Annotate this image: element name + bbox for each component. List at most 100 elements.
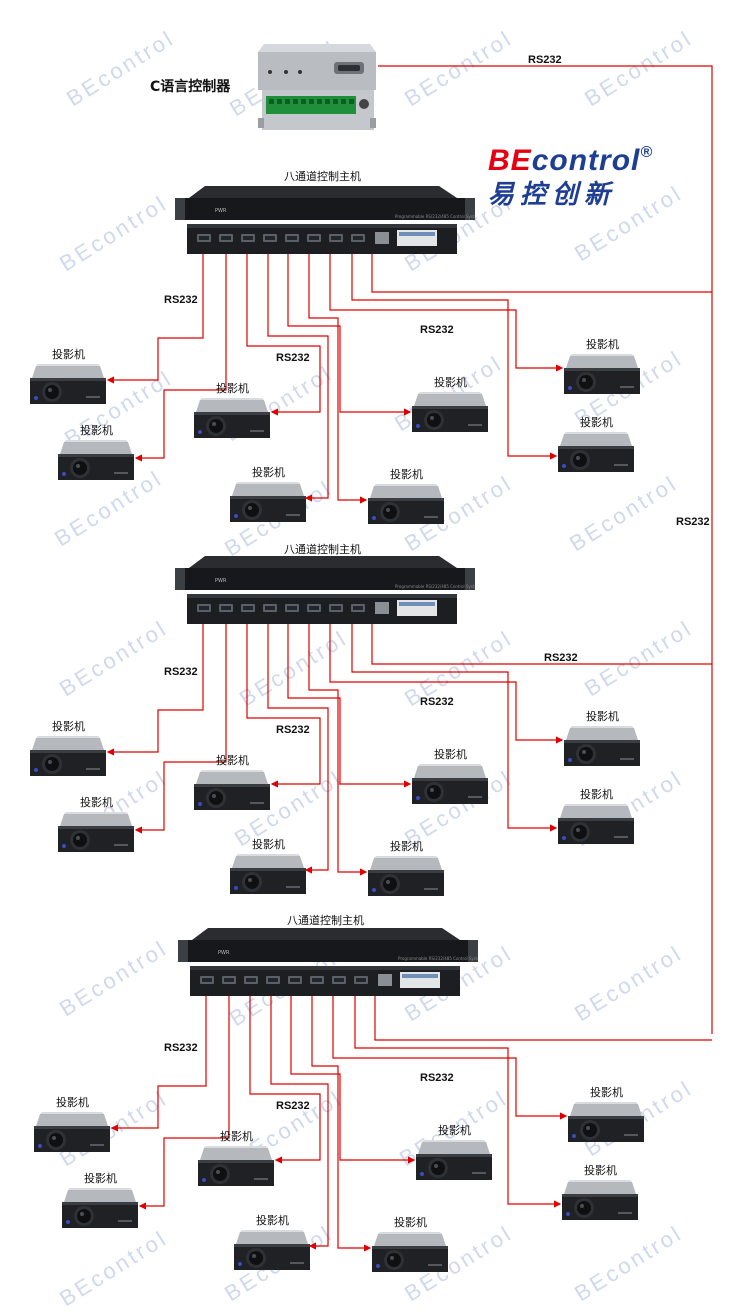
projector-label: 投影机	[434, 376, 467, 389]
projector-device	[30, 364, 106, 404]
c-language-controller-device	[258, 44, 376, 130]
projector-label: 投影机	[220, 1130, 253, 1143]
projector-label: 投影机	[80, 424, 113, 437]
projector-device	[234, 1230, 310, 1270]
projector-device	[412, 392, 488, 432]
rs232-wire	[246, 252, 321, 416]
projector-label: 投影机	[52, 348, 85, 361]
host-label: 八通道控制主机	[284, 170, 361, 183]
rs232-wire	[351, 622, 558, 832]
projector-device	[558, 804, 634, 844]
logo-be: BE	[488, 144, 532, 177]
rs232-wire	[311, 994, 372, 1252]
projector-device	[412, 764, 488, 804]
projector-device	[58, 440, 134, 480]
rs232-wire	[249, 994, 321, 1164]
rs232-wire	[138, 994, 230, 1210]
projector-device	[568, 1102, 644, 1142]
projector-device	[564, 354, 640, 394]
rs232-label: RS232	[528, 54, 562, 66]
projector-label: 投影机	[394, 1216, 427, 1229]
projector-label: 投影机	[216, 382, 249, 395]
rs232-wire	[351, 252, 558, 460]
projector-device	[194, 398, 270, 438]
rs232-label: RS232	[420, 324, 454, 336]
projector-label: 投影机	[216, 754, 249, 767]
rs232-wire	[110, 994, 207, 1132]
eight-channel-host-device: PWR Programmable RS/232/485 Control Syst…	[178, 928, 478, 996]
projector-device	[194, 770, 270, 810]
rs232-label: RS232	[544, 652, 578, 664]
projector-device	[30, 736, 106, 776]
projector-device	[372, 1232, 448, 1272]
projector-device	[562, 1180, 638, 1220]
rs232-label: RS232	[420, 696, 454, 708]
rs232-wire	[134, 622, 227, 834]
rs232-wire	[374, 976, 712, 1041]
svg-text:PWR: PWR	[215, 578, 227, 584]
rs232-wire	[267, 252, 329, 502]
projector-device	[416, 1140, 492, 1180]
projector-label: 投影机	[586, 338, 619, 351]
projector-device	[62, 1188, 138, 1228]
rs232-wire	[308, 622, 368, 876]
eight-channel-host-device: PWR Programmable RS/232/485 Control Syst…	[175, 556, 475, 624]
projector-device	[230, 482, 306, 522]
rs232-wire	[287, 622, 412, 788]
projector-label: 投影机	[56, 1096, 89, 1109]
svg-text:Programmable RS/232/485 Contro: Programmable RS/232/485 Control System	[395, 584, 475, 589]
projector-label: 投影机	[84, 1172, 117, 1185]
svg-text:Programmable RS/232/485 Contro: Programmable RS/232/485 Control System	[398, 956, 478, 961]
host-label: 八通道控制主机	[287, 914, 364, 927]
svg-text:PWR: PWR	[218, 950, 230, 956]
projector-label: 投影机	[256, 1214, 289, 1227]
rs232-wire	[378, 65, 713, 1034]
projector-device	[34, 1112, 110, 1152]
projector-label: 投影机	[580, 416, 613, 429]
rs232-label: RS232	[164, 294, 198, 306]
rs232-wire	[329, 622, 564, 744]
eight-channel-host-device: PWR Programmable RS/232/485 Control Syst…	[175, 186, 475, 254]
rs232-label: RS232	[420, 1072, 454, 1084]
rs232-label: RS232	[276, 352, 310, 364]
rs232-wire	[354, 994, 562, 1208]
rs232-wire	[267, 622, 329, 874]
rs232-wire	[287, 252, 412, 416]
projector-device	[368, 484, 444, 524]
projector-label: 投影机	[52, 720, 85, 733]
rs232-wire	[106, 622, 204, 756]
projector-device	[368, 856, 444, 896]
logo-slogan: 易控创新	[488, 180, 617, 210]
projector-label: 投影机	[252, 838, 285, 851]
rs232-label: RS232	[676, 516, 710, 528]
projector-device	[58, 812, 134, 852]
projector-label: 投影机	[438, 1124, 471, 1137]
projector-label: 投影机	[434, 748, 467, 761]
svg-text:Programmable RS/232/485 Contro: Programmable RS/232/485 Control System	[395, 214, 475, 219]
host-label: 八通道控制主机	[284, 543, 361, 556]
logo-control: control	[531, 144, 641, 177]
projector-label: 投影机	[586, 710, 619, 723]
rs232-label: RS232	[276, 1100, 310, 1112]
becontrol-logo: BEcontrol® 易控创新	[488, 144, 698, 214]
projector-label: 投影机	[584, 1164, 617, 1177]
projector-label: 投影机	[390, 468, 423, 481]
rs232-wire	[134, 252, 227, 462]
projector-label: 投影机	[80, 796, 113, 809]
rs232-wire	[329, 252, 564, 372]
rs232-label: RS232	[276, 724, 310, 736]
projector-device	[564, 726, 640, 766]
rs232-label: RS232	[164, 1042, 198, 1054]
rs232-wire	[308, 252, 368, 504]
logo-reg: ®	[640, 144, 654, 161]
projector-device	[230, 854, 306, 894]
projector-label: 投影机	[252, 466, 285, 479]
rs232-wire	[290, 994, 416, 1164]
controller-label: C语言控制器	[150, 79, 231, 95]
projector-device	[198, 1146, 274, 1186]
svg-text:PWR: PWR	[215, 208, 227, 214]
projector-label: 投影机	[590, 1086, 623, 1099]
projector-device	[558, 432, 634, 472]
rs232-label: RS232	[164, 666, 198, 678]
